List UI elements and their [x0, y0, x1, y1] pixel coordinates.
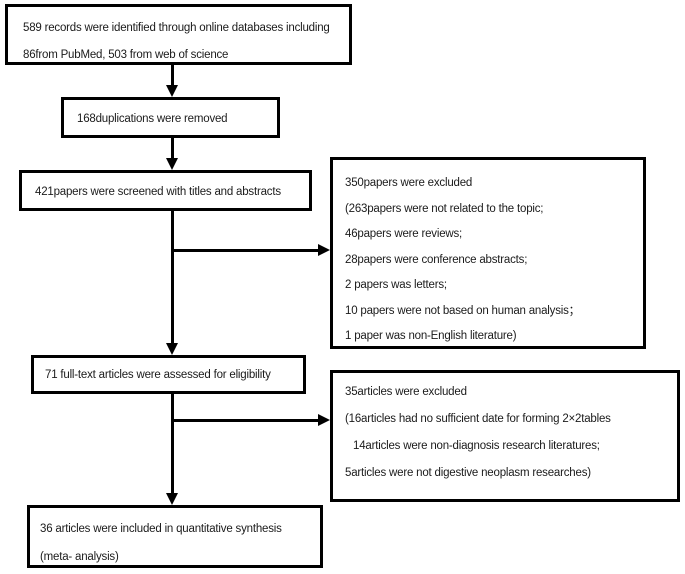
- box-text-line: 5articles were not digestive neoplasm re…: [345, 467, 591, 479]
- box-text-line: 1 paper was non-English literature): [345, 330, 517, 342]
- box-text-line: 46papers were reviews;: [345, 228, 463, 240]
- box-text-line: 350papers were excluded: [345, 177, 473, 189]
- box-text-line: 86from PubMed, 503 from web of science: [23, 49, 229, 61]
- arrowhead-down-icon: [166, 493, 178, 505]
- box-papers-screened: 421papers were screened with titles and …: [19, 170, 312, 211]
- arrowhead-right-icon: [318, 244, 330, 256]
- box-text-line: 421papers were screened with titles and …: [35, 186, 281, 198]
- box-records-identified: 589 records were identified through onli…: [5, 4, 352, 65]
- arrow-screened-to-excluded: [172, 249, 318, 252]
- arrowhead-down-icon: [166, 158, 178, 170]
- box-included-quantitative-synthesis: 36 articles were included in quantitativ…: [27, 505, 323, 568]
- box-text-line: 2 papers was letters;: [345, 279, 447, 291]
- box-articles-excluded-text: 35articles were excluded (16articles had…: [333, 373, 677, 499]
- arrowhead-down-icon: [166, 343, 178, 355]
- box-duplications-removed-text: 168duplications were removed: [64, 100, 277, 135]
- arrow-duplications-to-screened: [171, 138, 174, 158]
- box-papers-excluded-text: 350papers were excluded (263papers were …: [333, 160, 643, 346]
- arrowhead-right-icon: [318, 414, 330, 426]
- box-included-quantitative-synthesis-text: 36 articles were included in quantitativ…: [30, 508, 320, 565]
- box-text-line: 168duplications were removed: [77, 113, 228, 125]
- box-text-line: (263papers were not related to the topic…: [345, 202, 544, 215]
- box-text-line: 35articles were excluded: [345, 386, 467, 398]
- box-duplications-removed: 168duplications were removed: [61, 97, 280, 138]
- box-fulltext-assessed-text: 71 full-text articles were assessed for …: [34, 358, 303, 391]
- arrowhead-down-icon: [166, 85, 178, 97]
- box-papers-screened-text: 421papers were screened with titles and …: [22, 173, 309, 208]
- arrow-screened-to-fulltext: [171, 211, 174, 343]
- box-text-line: (16articles had no sufficient date for f…: [345, 413, 611, 425]
- box-fulltext-assessed: 71 full-text articles were assessed for …: [31, 355, 306, 394]
- arrow-fulltext-to-included: [171, 394, 174, 493]
- box-text-line: 36 articles were included in quantitativ…: [40, 523, 282, 535]
- arrow-fulltext-to-excluded: [172, 419, 318, 422]
- arrow-records-to-duplications: [171, 64, 174, 86]
- box-text-line: 10 papers were not based on human analys…: [345, 304, 580, 317]
- box-records-identified-text: 589 records were identified through onli…: [8, 7, 349, 62]
- box-text-line: 71 full-text articles were assessed for …: [45, 369, 271, 381]
- box-text-line: 28papers were conference abstracts;: [345, 253, 528, 266]
- box-text-line: (meta- analysis): [40, 551, 119, 563]
- box-text-line: 14articles were non-diagnosis research l…: [353, 440, 600, 452]
- box-papers-excluded: 350papers were excluded (263papers were …: [330, 157, 646, 349]
- box-text-line: 589 records were identified through onli…: [23, 22, 330, 34]
- box-articles-excluded: 35articles were excluded (16articles had…: [330, 370, 680, 502]
